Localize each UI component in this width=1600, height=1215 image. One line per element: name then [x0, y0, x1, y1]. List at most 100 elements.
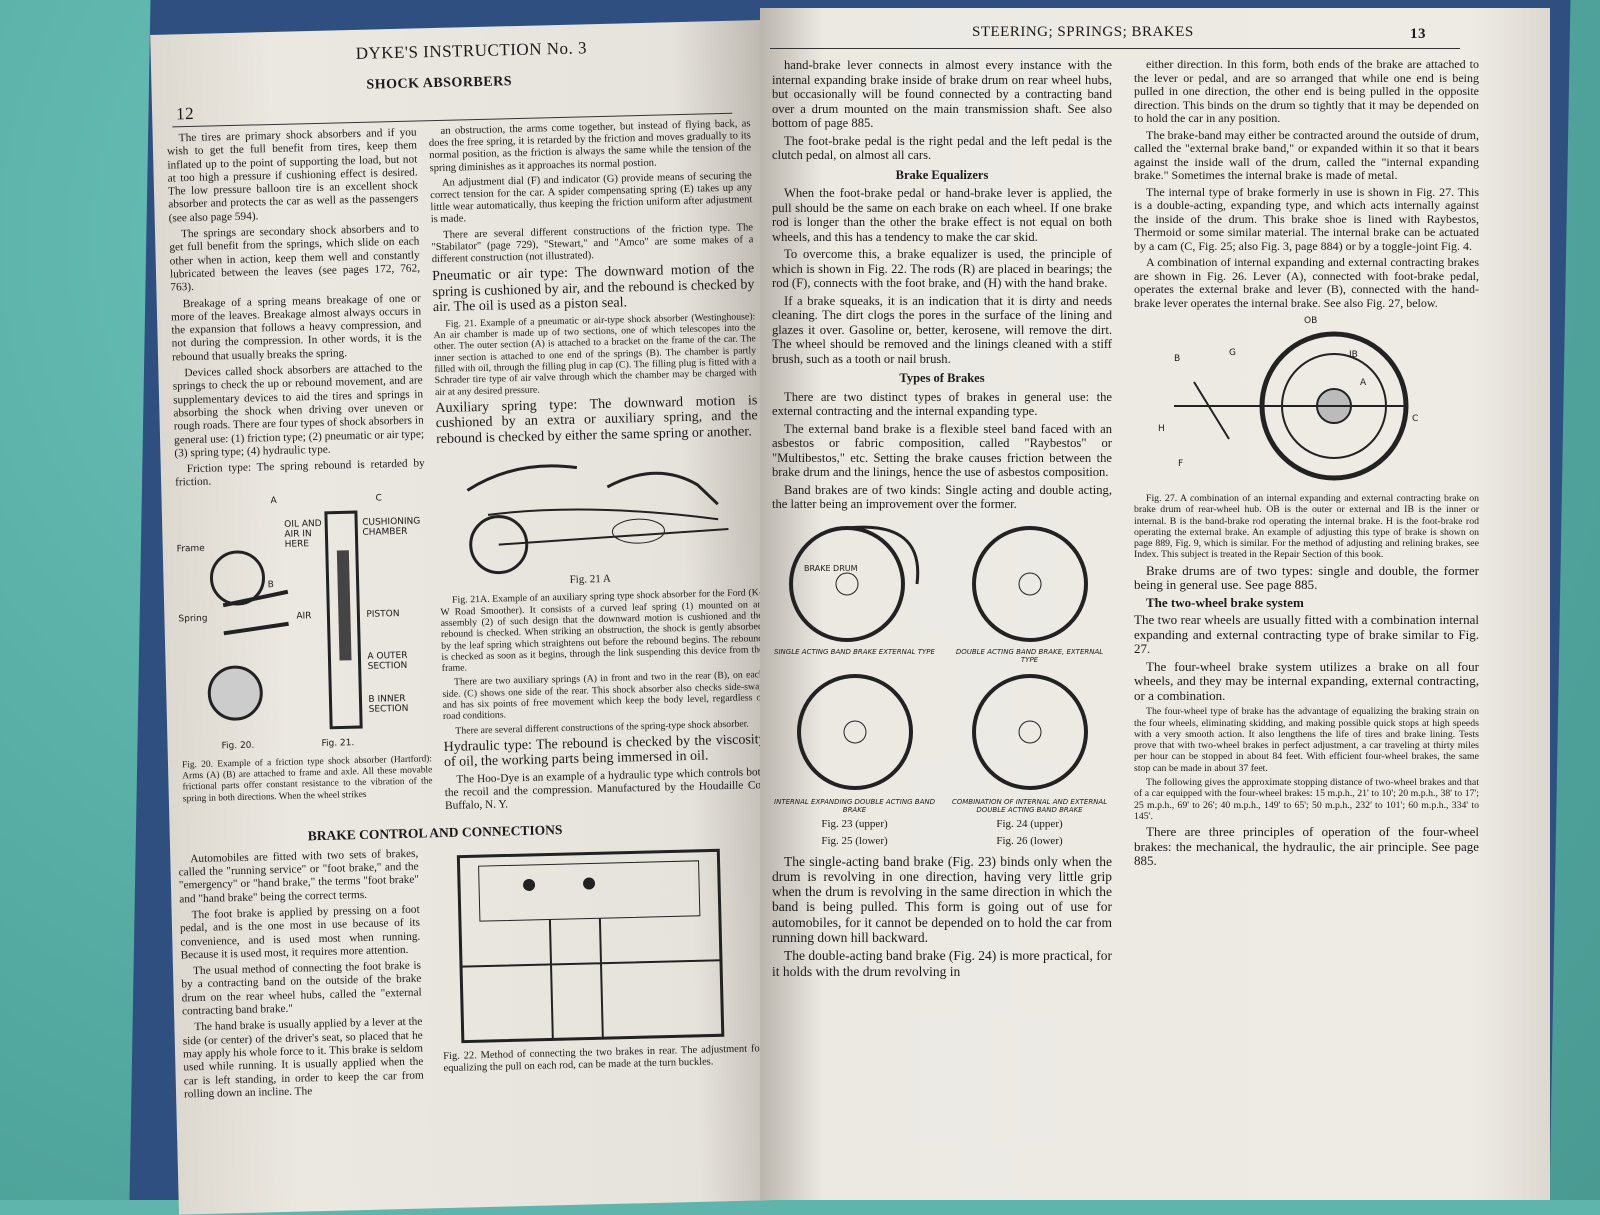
four-wheel-text: The four-wheel brake system utilizes a b… [1134, 658, 1479, 703]
paragraph: The internal type of brake formerly in u… [1134, 184, 1479, 253]
paragraph: Devices called shock absorbers are attac… [172, 361, 425, 460]
left-column: hand-brake lever connects in almost ever… [772, 58, 1112, 512]
paragraph: There are several different construction… [431, 221, 754, 266]
paragraph: There are two distinct types of brakes i… [772, 389, 1112, 419]
paragraph: A combination of internal expanding and … [1134, 255, 1479, 310]
fig24-label: Fig. 24 (upper) [996, 817, 1063, 830]
c-label: C [375, 493, 382, 504]
page-header: STEERING; SPRINGS; BRAKES 13 [760, 8, 1550, 54]
fig21-caption: Fig. 21. Example of a pneumatic or air-t… [433, 310, 757, 398]
cushion-label: CUSHIONING CHAMBER [362, 516, 421, 538]
f-label: F [1178, 459, 1184, 469]
right-page: STEERING; SPRINGS; BRAKES 13 hand-brake … [760, 8, 1550, 1200]
fig23-sublabel: SINGLE ACTING BAND BRAKE EXTERNAL TYPE [774, 647, 935, 656]
page-number: 12 [175, 103, 195, 124]
double-acting: The double-acting band brake (Fig. 24) i… [772, 948, 1113, 979]
paragraph: If a brake squeaks, it is an indication … [772, 293, 1112, 366]
c-label: C [1412, 414, 1419, 424]
hydraulic-type: Hydraulic type: The rebound is checked b… [443, 732, 766, 771]
paragraph: hand-brake lever connects in almost ever… [772, 58, 1112, 130]
fig25-illustration [796, 673, 913, 790]
fig21-label: Fig. 21. [321, 737, 355, 749]
ib-label: IB [1349, 350, 1358, 360]
fig22-illustration [456, 848, 725, 1043]
ob-label: OB [1304, 316, 1318, 326]
left-page: 12 DYKE'S INSTRUCTION No. 3 SHOCK ABSORB… [150, 20, 791, 1215]
single-acting: The single-acting band brake (Fig. 23) b… [772, 853, 1112, 945]
fig21a-note: There are two auxiliary springs (A) in f… [442, 669, 765, 723]
fig23-26-block: BRAKE DRUM SINGLE ACTING BAND BRAKE EXTE… [772, 518, 1112, 848]
fig23-cell: BRAKE DRUM SINGLE ACTING BAND BRAKE EXTE… [772, 518, 937, 664]
two-wheel-text: The two rear wheels are usually fitted w… [1134, 612, 1479, 657]
paragraph: The hand brake is usually applied by a l… [182, 1015, 424, 1101]
page-header: 12 DYKE'S INSTRUCTION No. 3 SHOCK ABSORB… [150, 20, 764, 133]
left-column-wrap: hand-brake lever connects in almost ever… [772, 58, 1112, 982]
fig23-illustration [788, 525, 919, 642]
paragraph: To overcome this, a brake equalizer is u… [772, 247, 1112, 290]
friction-text: an obstruction, the arms come together, … [428, 118, 754, 266]
a-label: A [1360, 378, 1367, 388]
paragraph: The usual method of connecting the foot … [181, 959, 422, 1018]
fig21a-caption: Fig. 21A. Example of an auxiliary spring… [440, 587, 764, 675]
fig27-illustration [1174, 331, 1409, 481]
fig26-cell: COMBINATION OF INTERNAL AND EXTERNAL DOU… [947, 668, 1112, 814]
fig21a-label: Fig. 21 A [569, 573, 612, 587]
fig25-cell: INTERNAL EXPANDING DOUBLE ACTING BAND BR… [772, 668, 937, 814]
a-label: A [270, 495, 277, 506]
auxiliary-type: Auxiliary spring type: The downward moti… [435, 393, 758, 447]
page-number: 13 [1410, 26, 1426, 42]
types-text: There are two distinct types of brakes i… [772, 390, 1112, 512]
fig22-caption: Fig. 22. Method of connecting the two br… [443, 1043, 764, 1074]
paragraph: either direction. In this form, both end… [1134, 57, 1479, 125]
brake-section: BRAKE CONTROL AND CONNECTIONS Automobile… [169, 809, 788, 1105]
band-brake-text: The single-acting band brake (Fig. 23) b… [772, 854, 1112, 979]
four-wheel-advantages: The four-wheel type of brake has the adv… [1134, 706, 1479, 774]
pneumatic-type: Pneumatic or air type: The downward moti… [431, 261, 755, 316]
upper-section: The tires are primary shock absorbers an… [153, 118, 782, 824]
fig23-label: Fig. 23 (upper) [821, 817, 888, 830]
fig21a-block: Fig. 21 A [436, 444, 739, 591]
fig20-fig21-block: A C Frame OIL AND AIR IN HERE CUSHIONING… [175, 488, 431, 756]
two-wheel-heading: The two-wheel brake system [1146, 594, 1304, 610]
paragraph: Breakage of a spring means breakage of o… [170, 291, 422, 364]
fig25-label: Fig. 25 (lower) [821, 834, 888, 847]
oil-label: OIL AND AIR IN HERE [284, 518, 322, 550]
h-label: H [1158, 424, 1165, 434]
fig24-cell: DOUBLE ACTING BAND BRAKE, EXTERNAL TYPE [947, 518, 1112, 664]
principles-text: There are three principles of operation … [1134, 824, 1479, 869]
running-title: DYKE'S INSTRUCTION No. 3 [355, 38, 588, 63]
fig24-illustration [971, 525, 1088, 642]
fig24-sublabel: DOUBLE ACTING BAND BRAKE, EXTERNAL TYPE [955, 647, 1104, 664]
fig27-caption: Fig. 27. A combination of an internal ex… [1134, 493, 1479, 561]
right-column-wrap: either direction. In this form, both end… [1134, 57, 1479, 872]
right-lower-column: Fig. 27. A combination of an internal ex… [1134, 493, 1479, 869]
fig27-block: OB IB B G A C H F [1154, 314, 1454, 489]
spring-label: Spring [178, 613, 208, 625]
frame-label: Frame [176, 543, 205, 555]
b-label: B [1174, 354, 1181, 364]
piston-label: PISTON [366, 608, 400, 620]
fig25-sublabel: INTERNAL EXPANDING DOUBLE ACTING BAND BR… [774, 797, 935, 814]
running-title: STEERING; SPRINGS; BRAKES [972, 24, 1194, 40]
paragraph: Automobiles are fitted with two sets of … [178, 847, 420, 906]
left-column: The tires are primary shock absorbers an… [167, 126, 426, 490]
paragraph: The foot brake is applied by pressing on… [179, 903, 421, 962]
inner-section-label: B INNER SECTION [368, 693, 409, 715]
paragraph: The springs are secondary shock absorber… [169, 222, 421, 294]
section-title: SHOCK ABSORBERS [366, 74, 513, 93]
equalizers-heading: Brake Equalizers [895, 167, 989, 182]
fig20-caption: Fig. 20. Example of a friction type shoc… [181, 754, 433, 804]
fig20-label: Fig. 20. [221, 740, 255, 752]
paragraph: When the foot-brake pedal or hand-brake … [772, 186, 1112, 244]
paragraph: The foot-brake pedal is the right pedal … [772, 133, 1112, 163]
pedal-text: hand-brake lever connects in almost ever… [772, 58, 1112, 163]
air-label: AIR [296, 610, 312, 622]
paragraph: Friction type: The spring rebound is ret… [174, 457, 425, 489]
brake-column: Automobiles are fitted with two sets of … [178, 847, 424, 1104]
header-rule [770, 48, 1460, 49]
g-label: G [1229, 348, 1236, 358]
paragraph: The external band brake is a flexible st… [772, 421, 1112, 480]
paragraph: Band brakes are of two kinds: Single act… [772, 482, 1112, 512]
outer-section-label: A OUTER SECTION [367, 650, 408, 672]
paragraph: The brake-band may either be contracted … [1134, 127, 1479, 182]
